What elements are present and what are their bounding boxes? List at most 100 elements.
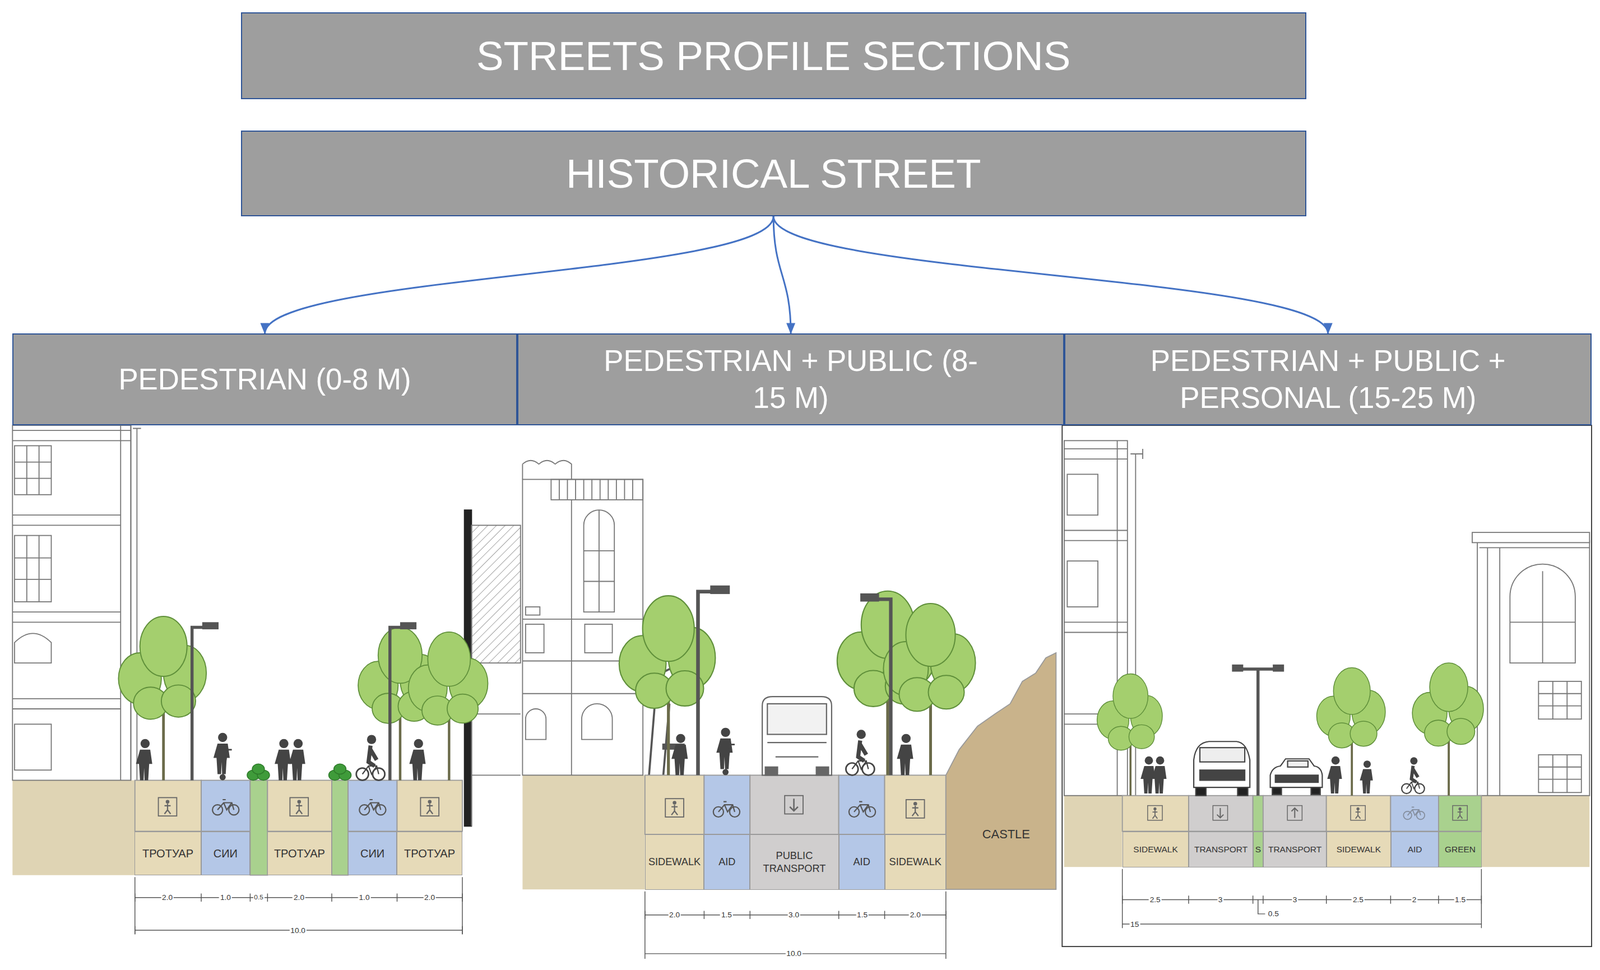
connector-arrow	[264, 216, 774, 334]
car	[1237, 787, 1248, 796]
lane-icon-row	[645, 775, 705, 835]
dimension-label: 1.5	[855, 911, 869, 920]
bus	[767, 703, 827, 735]
car	[1270, 758, 1323, 788]
lane-icon-row	[331, 780, 349, 875]
lane-icon-row	[1438, 795, 1482, 832]
building	[1538, 754, 1581, 793]
building	[14, 445, 52, 495]
lane-icon-row	[884, 775, 946, 835]
street-lamp	[1232, 665, 1284, 796]
building	[1067, 560, 1098, 607]
box-label: PEDESTRIAN (0-8 M)	[118, 360, 411, 398]
lane-icon	[359, 799, 386, 815]
lane-label-cell: SIDEWALK	[884, 834, 946, 890]
area-label: CASTLE	[981, 827, 1032, 842]
person-figure	[136, 733, 426, 781]
lane-label: SIDEWALK	[648, 855, 701, 869]
dimension-line	[645, 891, 946, 959]
street-lamp	[697, 585, 891, 776]
lane-label: S	[1255, 843, 1261, 855]
box-label: STREETS PROFILE SECTIONS	[476, 30, 1071, 82]
lane-icon-row	[1122, 795, 1482, 832]
lane-icon	[1350, 805, 1366, 821]
dimension-label: 3	[1217, 895, 1224, 904]
dimension-label: 2.0	[909, 911, 922, 920]
person-figure	[213, 733, 233, 781]
lane-label: TRANSPORT	[1268, 843, 1322, 855]
dimension-label: 1.0	[219, 893, 233, 903]
lane-label: AID	[1407, 843, 1423, 855]
dimension-label: 2.0	[160, 893, 174, 903]
lane-label-cell: TRANSPORT	[1263, 831, 1327, 868]
building	[583, 509, 615, 612]
connector-arrow	[773, 216, 1329, 334]
lane-icon	[1452, 805, 1468, 821]
lane-icon-row	[201, 780, 250, 832]
lane-icon	[1212, 805, 1228, 821]
lane-label: GREEN	[1444, 843, 1476, 855]
lane-icon-row	[1253, 795, 1264, 832]
person-figure	[1359, 760, 1373, 794]
box-label: PEDESTRIAN + PUBLIC (8-15 M)	[601, 342, 980, 417]
dimension-label: 2.0	[423, 893, 437, 903]
person-figure	[671, 734, 688, 776]
car	[1310, 787, 1320, 795]
tree	[1412, 662, 1484, 796]
ground	[1064, 795, 1590, 867]
ground	[12, 780, 135, 875]
bus	[765, 767, 778, 776]
lane-icon	[849, 801, 876, 818]
building	[584, 624, 612, 653]
tree	[619, 595, 716, 776]
dimension-label: 2.5	[1351, 895, 1365, 904]
building	[559, 479, 633, 500]
box-label: HISTORICAL STREET	[566, 147, 982, 199]
car	[1272, 787, 1282, 795]
dimension-label: 3.0	[787, 911, 801, 920]
person-figure	[716, 727, 735, 776]
building	[12, 425, 131, 781]
building	[132, 428, 142, 781]
building	[471, 525, 521, 663]
lane-label-cell: PUBLIC TRANSPORT	[749, 834, 839, 890]
tree	[1316, 667, 1386, 796]
lane-label: PUBLIC TRANSPORT	[752, 849, 837, 876]
lane-label: AID	[718, 855, 736, 869]
person-figure	[845, 729, 875, 776]
bus	[762, 696, 832, 776]
building	[583, 509, 615, 612]
dimension-label: 10.0	[785, 949, 802, 959]
lane-label: ТРОТУАР	[142, 846, 194, 861]
lane-label: СИИ	[213, 846, 238, 861]
lane-icon	[1147, 805, 1468, 821]
tree	[118, 616, 488, 781]
lane-icon	[713, 801, 740, 818]
lane-icon	[784, 795, 804, 815]
lane-label: SIDEWALK	[1133, 843, 1178, 855]
lane-label-cell: AID	[1390, 831, 1440, 868]
person-figure	[1151, 756, 1167, 794]
lane-label-cell: ТРОТУАР	[267, 831, 332, 876]
lane-icon-row	[135, 780, 463, 875]
tree	[619, 591, 976, 776]
car	[1270, 758, 1323, 795]
lane-icon	[1287, 805, 1302, 821]
lane-icon-row	[267, 780, 332, 832]
lane-icon	[420, 797, 439, 816]
building	[1538, 754, 1581, 793]
building	[522, 499, 643, 776]
tree	[883, 603, 976, 776]
building	[581, 703, 613, 740]
person-figure	[896, 734, 913, 776]
lane-label: ТРОТУАР	[274, 846, 326, 861]
lane-label-cell: СИИ	[348, 831, 397, 876]
building	[1509, 564, 1575, 664]
street-lamp	[1232, 665, 1243, 672]
lane-icon-row	[749, 775, 839, 835]
lane-label-cell: S	[1253, 831, 1264, 868]
person-figure	[1401, 757, 1425, 794]
lane-label-cell: СИИ	[201, 831, 250, 876]
lane-label: SIDEWALK	[1336, 843, 1381, 855]
